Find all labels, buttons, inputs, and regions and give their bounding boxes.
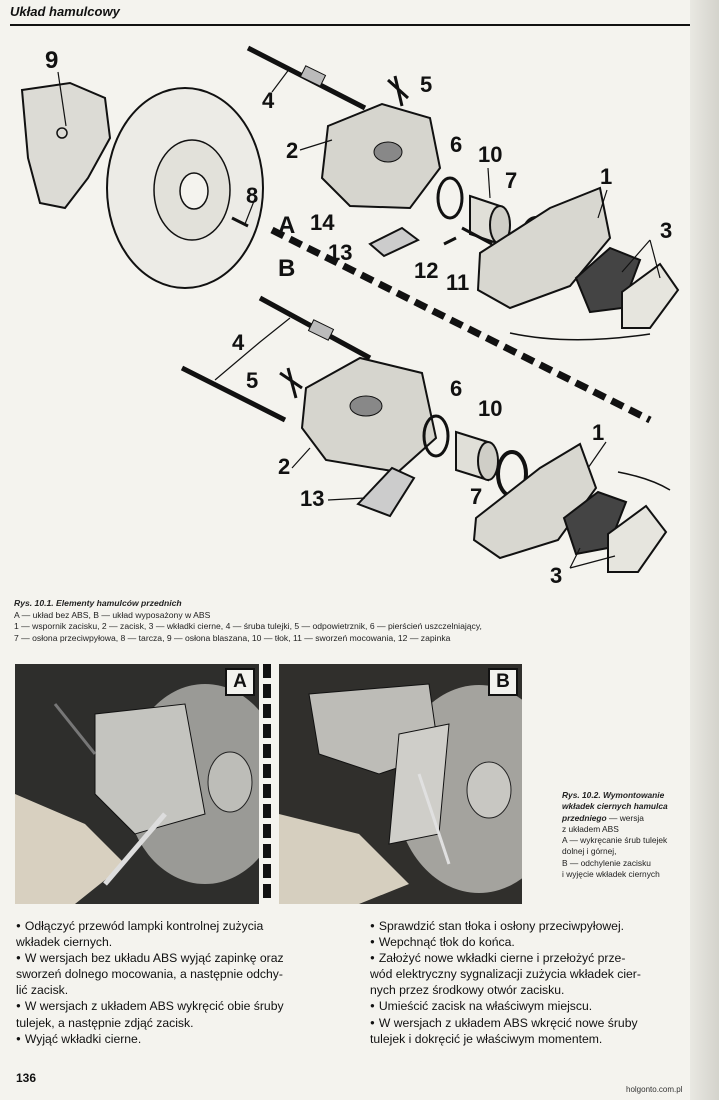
callout-a-10: 10 [478, 142, 502, 167]
instruction-line: W wersjach z układem ABS wykręcić obie ś… [16, 998, 362, 1014]
instruction-line: Wepchnąć tłok do końca. [370, 934, 695, 950]
figure-2-title-line: wkładek ciernych hamulca [562, 801, 668, 812]
photo-b-label: B [488, 668, 518, 696]
figure-front-brake-exploded: 9 4 5 2 6 10 7 1 8 3 14 13 12 11 A B 4 5… [10, 28, 690, 598]
caliper-bracket-a [476, 186, 612, 310]
bolt-sleeve-b [307, 319, 335, 341]
brake-pad-a-2 [621, 262, 680, 329]
caption-line: dolnej i górnej, [562, 846, 617, 857]
callout-a-1: 1 [600, 164, 612, 189]
instruction-line: Umieścić zacisk na właściwym miejscu. [370, 998, 695, 1014]
callout-a-7: 7 [505, 168, 517, 193]
callout-a-5: 5 [420, 72, 432, 97]
callout-a-11: 11 [446, 270, 469, 295]
caption-line: A — wykręcanie śrub tulejek [562, 835, 668, 846]
instruction-line: wkładek ciernych. [16, 935, 113, 950]
exploded-view-drawing: 9 4 5 2 6 10 7 1 8 3 14 13 12 11 A B 4 5… [20, 45, 680, 588]
brake-pad-b-2 [607, 504, 668, 573]
page-edge-shadow [690, 0, 719, 1100]
instruction-line: sworzeń dolnego mocowania, a następnie o… [16, 967, 283, 982]
callout-b-6: 6 [450, 376, 462, 401]
spring-clip-b [356, 466, 416, 518]
instructions-left-column: Odłączyć przewód lampki kontrolnej zużyc… [16, 918, 362, 1047]
page-header: Układ hamulcowy [10, 2, 690, 26]
callout-b-1: 1 [592, 420, 604, 445]
zone-separator-line [270, 226, 652, 424]
callout-a-9: 9 [45, 47, 58, 74]
brake-disc-center [179, 172, 209, 210]
callout-b-10: 10 [478, 396, 502, 421]
callout-a-13: 13 [328, 240, 352, 265]
section-title: Układ hamulcowy [10, 4, 120, 19]
zone-label-b: B [278, 255, 295, 282]
retaining-pins-a [443, 226, 493, 246]
figure-2-title-line: przedniego [562, 812, 607, 823]
caption-line: z układem ABS [562, 823, 619, 834]
figure-1-title: Rys. 10.1. Elementy hamulców przednich [14, 598, 182, 608]
callout-a-14: 14 [310, 210, 335, 235]
bolt-sleeve-a [299, 65, 327, 87]
callout-b-3: 3 [550, 563, 562, 588]
callout-b-7: 7 [470, 484, 482, 509]
callout-b-2: 2 [278, 454, 290, 479]
piston-b-face [477, 441, 499, 481]
wear-wire-a [509, 332, 651, 341]
bleeder-a [386, 75, 410, 107]
photo-b-illustration [279, 664, 522, 904]
photo-a-label: A [225, 668, 255, 696]
instruction-line: Wyjąć wkładki cierne. [16, 1031, 362, 1047]
photo-divider [263, 664, 271, 904]
page-number: 136 [16, 1071, 37, 1085]
callout-a-2: 2 [286, 138, 298, 163]
dust-shield-drawing [20, 81, 112, 210]
callout-a-6: 6 [450, 132, 462, 157]
callout-a-3: 3 [660, 218, 672, 243]
photo-a: A [15, 664, 259, 904]
wear-wire-b [617, 471, 671, 491]
figure-2-caption: Rys. 10.2. Wymontowanie wkładek ciernych… [562, 790, 712, 880]
caption-line: i wyjęcie wkładek ciernych [562, 869, 660, 880]
instruction-line: Sprawdzić stan tłoka i osłony przeciwpył… [370, 918, 695, 934]
instruction-line: Odłączyć przewód lampki kontrolnej zużyc… [16, 918, 362, 934]
instruction-line: Założyć nowe wkładki cierne i przełożyć … [370, 950, 695, 966]
spring-clip-a [368, 226, 420, 258]
callout-a-4: 4 [262, 88, 275, 113]
caption-line: A — układ bez ABS, B — układ wyposażony … [14, 609, 211, 620]
source-watermark: holgonto.com.pl [626, 1085, 683, 1094]
callout-a-8: 8 [246, 183, 258, 208]
instruction-line: tulejek i dokręcić je właściwym momentem… [370, 1031, 603, 1046]
instruction-line: wód elektryczny sygnalizacji zużycia wkł… [370, 967, 641, 982]
photo-a-illustration [15, 664, 259, 904]
disc-screw [231, 216, 249, 228]
photo-b: B [279, 664, 522, 904]
bleeder-b [279, 367, 303, 399]
callout-b-4: 4 [232, 330, 245, 355]
leader-lines [57, 67, 661, 569]
callout-b-5: 5 [246, 368, 258, 393]
caption-line: B — odchylenie zacisku [562, 857, 651, 868]
dust-shield-hole [56, 127, 68, 139]
figure-2-title-suffix: — wersja [606, 812, 644, 823]
caliper-b-bore [349, 395, 383, 417]
caliper-a-bore [373, 141, 403, 163]
instruction-line: nych przez środkowy otwór zacisku. [370, 983, 565, 998]
callout-a-12: 12 [414, 258, 438, 283]
caption-line: 7 — osłona przeciwpyłowa, 8 — tarcza, 9 … [14, 632, 451, 643]
figure-2-title-line: Rys. 10.2. Wymontowanie [562, 790, 665, 800]
zone-label-a: A [278, 212, 295, 239]
bolt-b-lower [180, 365, 287, 423]
figure-1-caption: Rys. 10.1. Elementy hamulców przednich A… [14, 598, 684, 644]
instruction-line: lić zacisk. [16, 983, 69, 998]
seal-ring-a [436, 176, 464, 220]
instructions-right-column: Sprawdzić stan tłoka i osłony przeciwpył… [370, 918, 695, 1047]
caption-line: 1 — wspornik zacisku, 2 — zacisk, 3 — wk… [14, 621, 482, 631]
seal-ring-b [422, 414, 450, 458]
instruction-line: tulejek, a następnie zdjąć zacisk. [16, 1015, 194, 1030]
instruction-line: W wersjach bez układu ABS wyjąć zapinkę … [16, 950, 362, 966]
callout-b-13: 13 [300, 486, 324, 511]
instruction-line: W wersjach z układem ABS wkręcić nowe śr… [370, 1015, 695, 1031]
